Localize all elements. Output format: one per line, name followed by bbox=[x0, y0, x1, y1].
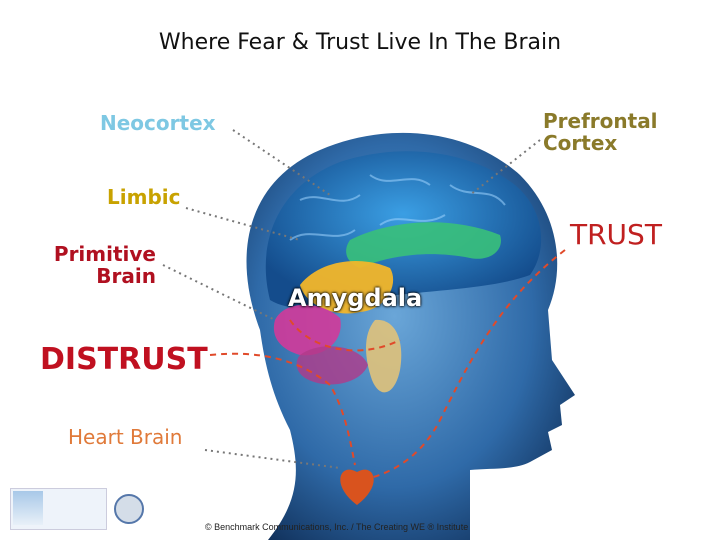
amygdala-dashed-loop bbox=[289, 319, 401, 352]
label-prefrontal-line2: Cortex bbox=[543, 131, 618, 155]
cerebellum bbox=[296, 346, 368, 385]
label-amygdala: Amygdala bbox=[288, 284, 423, 312]
brainstem bbox=[366, 319, 402, 393]
label-distrust: DISTRUST bbox=[40, 342, 208, 377]
heart-icon bbox=[340, 469, 374, 505]
cingulate-green bbox=[346, 222, 501, 268]
label-limbic: Limbic bbox=[107, 185, 181, 209]
footer-copyright: © Benchmark Communications, Inc. / The C… bbox=[205, 522, 469, 532]
distrust-dashed-path bbox=[209, 352, 356, 466]
label-primitive-line2: Brain bbox=[96, 264, 156, 288]
page-title: Where Fear & Trust Live In The Brain bbox=[158, 30, 562, 55]
label-trust: TRUST bbox=[570, 218, 662, 251]
label-prefrontal-cortex: Prefrontal Cortex bbox=[543, 110, 658, 154]
cortex-folds bbox=[289, 174, 506, 241]
logo-right bbox=[112, 490, 192, 526]
label-primitive-brain: Primitive Brain bbox=[52, 243, 156, 287]
label-heart-brain: Heart Brain bbox=[68, 425, 183, 449]
limbic-orange bbox=[300, 261, 394, 314]
logo-right-circle bbox=[114, 494, 144, 524]
trust-dashed-path bbox=[369, 249, 566, 479]
temporal-magenta bbox=[273, 304, 341, 356]
logo-left bbox=[10, 488, 107, 530]
label-prefrontal-line1: Prefrontal bbox=[543, 109, 658, 133]
logo-left-image bbox=[13, 491, 43, 525]
label-primitive-line1: Primitive bbox=[53, 242, 156, 266]
leader-lines bbox=[162, 129, 541, 469]
label-neocortex: Neocortex bbox=[100, 111, 216, 135]
